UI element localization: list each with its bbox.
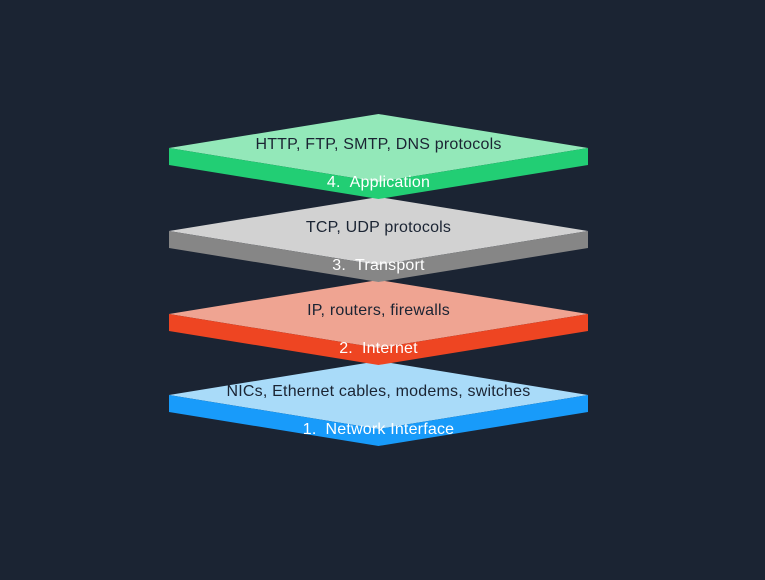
layer-items-application: HTTP, FTP, SMTP, DNS protocols [255,136,502,153]
layer-label-network-interface: 1. Network Interface [169,419,588,441]
layer-right-side [378,395,588,446]
layer-items-network-interface: NICs, Ethernet cables, modems, switches [226,383,531,400]
layer-label-application: 4. Application [169,172,588,194]
layer-name: Application [349,174,431,191]
layer-label-internet: 2. Internet [169,338,588,360]
layer-number: 3. [332,257,347,274]
layer-left-side [169,314,379,365]
layer-shape-application [169,114,588,199]
layer-items-transport: TCP, UDP protocols [305,219,452,236]
layer-name: Internet [361,340,418,357]
layer-shape-network-interface [169,361,588,446]
layer-name: Transport [355,257,425,274]
layer-label-transport: 3. Transport [169,255,588,277]
layer-number: 1. [302,421,317,438]
layer-left-side [169,148,379,199]
layer-right-side [378,231,588,282]
layer-shape-internet [169,280,588,365]
layer-number: 2. [339,340,353,357]
layer-left-side [169,395,379,446]
layer-right-side [378,314,588,365]
layer-number: 4. [326,174,341,191]
layer-left-side [169,231,379,282]
layer-right-side [378,148,588,199]
layer-items-internet: IP, routers, firewalls [307,302,450,319]
layer-name: Network Interface [325,421,455,438]
layer-shape-transport [169,197,588,282]
